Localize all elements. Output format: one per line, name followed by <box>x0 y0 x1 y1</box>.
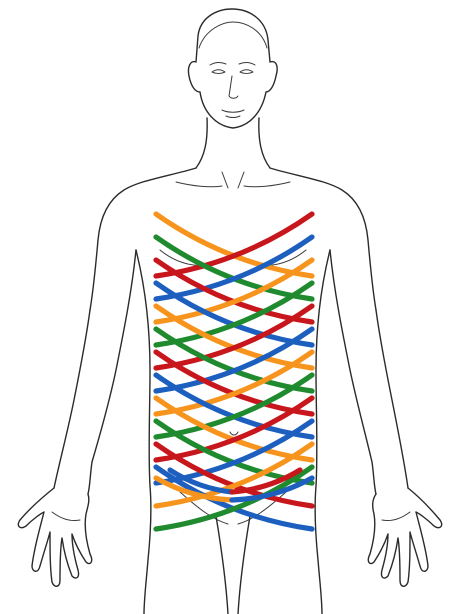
torso-right-side <box>315 250 330 614</box>
left-arm-inner <box>88 250 136 494</box>
left-eye <box>212 70 225 74</box>
left-shoulder <box>90 168 196 310</box>
neck-outline <box>196 118 270 168</box>
right-eye <box>240 70 253 74</box>
head-outline <box>188 9 277 128</box>
nose <box>229 76 238 98</box>
right-arm-outer <box>376 310 408 488</box>
leg-lines <box>216 516 250 614</box>
torso-left-side <box>136 250 151 614</box>
body-outline <box>18 9 441 614</box>
clavicles <box>176 182 290 187</box>
band-strand-up-1 <box>156 214 312 276</box>
band-strand-up-2 <box>156 237 312 299</box>
navel <box>230 432 238 435</box>
right-arm-inner <box>330 250 376 494</box>
band-strand-down-2 <box>156 237 312 299</box>
band-strand-down-1 <box>156 214 312 276</box>
left-arm-outer <box>54 310 90 488</box>
right-shoulder <box>270 168 376 310</box>
mouth <box>222 110 244 112</box>
left-hand <box>18 488 91 586</box>
right-hand <box>368 488 441 586</box>
